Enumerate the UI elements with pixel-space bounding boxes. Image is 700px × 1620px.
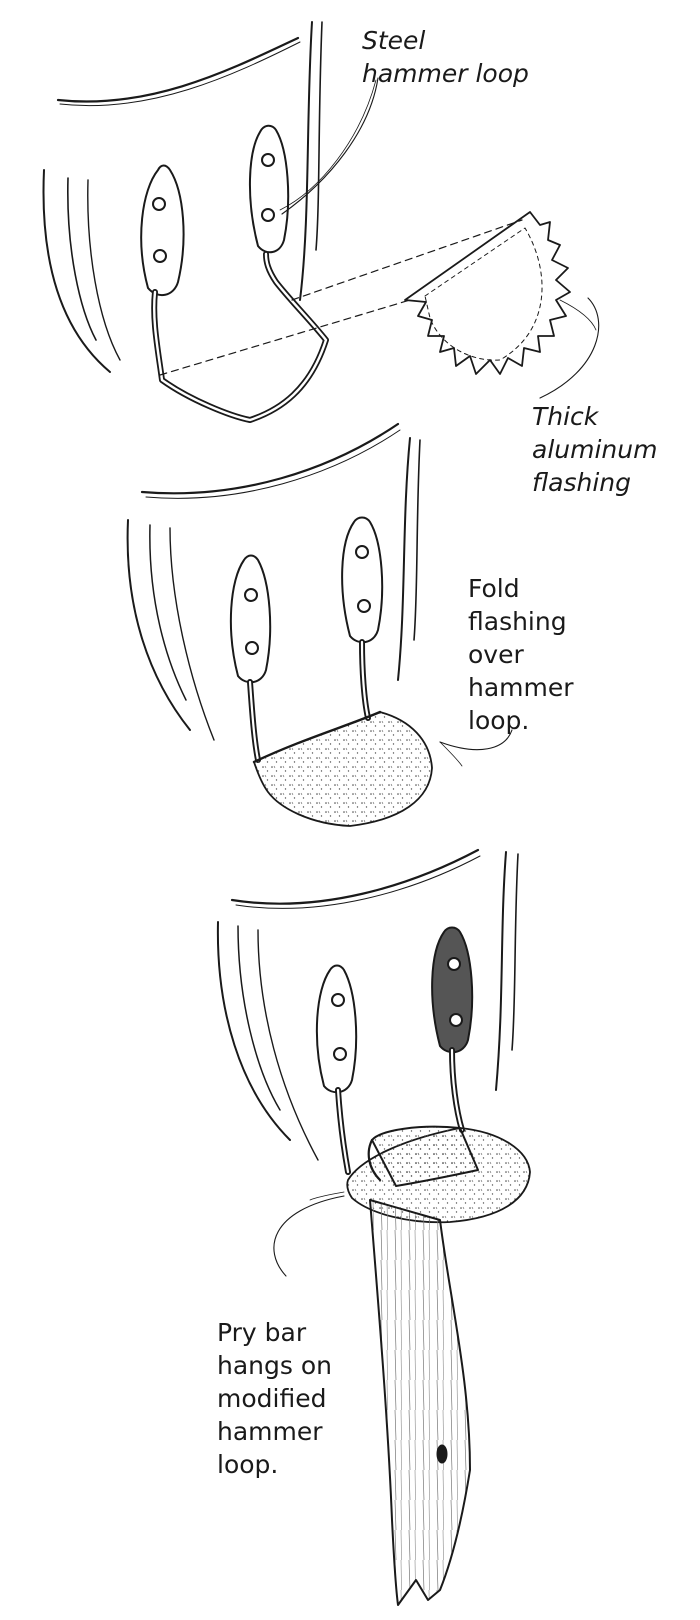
rivet-icon	[261, 208, 275, 222]
right-rivet-plate	[248, 124, 290, 254]
label-line: flashing	[468, 607, 567, 636]
panel-fold-flashing	[126, 422, 513, 827]
label-thick-aluminum-flashing: Thick aluminum flashing	[532, 400, 657, 499]
rivet-icon	[357, 599, 371, 613]
label-line: loop.	[217, 1450, 279, 1479]
right-rivet-plate	[341, 516, 384, 644]
label-steel-hammer-loop: Steel hammer loop	[362, 24, 529, 90]
rivet-icon	[153, 249, 167, 263]
rivet-icon	[331, 993, 345, 1007]
rivet-icon	[261, 153, 275, 167]
right-rivet-plate	[431, 926, 474, 1054]
label-line: Pry bar	[217, 1318, 307, 1347]
aluminum-flashing-piece	[404, 211, 571, 375]
rivet-icon	[244, 588, 258, 602]
rivet-icon	[449, 1013, 463, 1027]
pry-bar-hole-icon	[436, 1444, 448, 1464]
label-line: over	[468, 640, 524, 669]
panel-steel-hammer-loop	[42, 21, 600, 423]
label-line: modified	[217, 1384, 327, 1413]
label-line: Fold	[468, 574, 520, 603]
label-line: hammer	[217, 1417, 323, 1446]
loop-tab	[367, 1125, 479, 1187]
rivet-icon	[152, 197, 166, 211]
rivet-icon	[355, 545, 369, 559]
label-pry-bar: Pry bar hangs on modified hammer loop.	[217, 1316, 332, 1481]
left-rivet-plate	[229, 554, 272, 684]
label-line: Thick	[532, 402, 599, 431]
rivet-icon	[447, 957, 461, 971]
label-line: aluminum	[532, 435, 658, 464]
rivet-icon	[245, 641, 259, 655]
left-rivet-plate	[140, 164, 185, 297]
label-line: flashing	[532, 468, 631, 497]
pry-bar	[369, 1199, 471, 1606]
rivet-icon	[333, 1047, 347, 1061]
label-line: Steel	[362, 26, 426, 55]
label-line: hammer	[468, 673, 574, 702]
folded-flashing	[252, 710, 433, 827]
label-line: hangs on	[217, 1351, 332, 1380]
steel-loop-wire	[151, 251, 329, 423]
label-line: hammer loop	[362, 59, 529, 88]
label-line: loop.	[468, 706, 530, 735]
panel-pry-bar	[216, 848, 531, 1606]
left-rivet-plate	[315, 964, 358, 1094]
label-fold-flashing: Fold flashing over hammer loop.	[468, 572, 574, 737]
